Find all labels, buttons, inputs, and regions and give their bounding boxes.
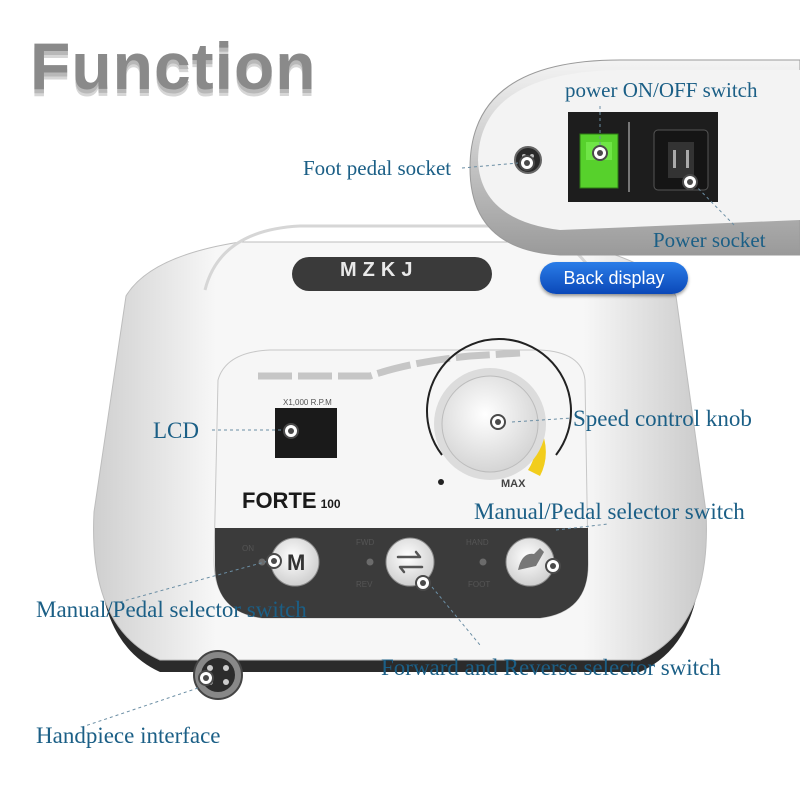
marker-lcd <box>283 423 299 439</box>
label-selector-left: Manual/Pedal selector switch <box>36 597 307 622</box>
marker-selector-right <box>545 558 561 574</box>
marker-speed-knob <box>490 414 506 430</box>
label-fwd-rev: Forward and Reverse selector switch <box>381 655 721 680</box>
label-power-switch: power ON/OFF switch <box>565 78 758 102</box>
label-foot-pedal-socket: Foot pedal socket <box>303 156 452 180</box>
label-selector-right: Manual/Pedal selector switch <box>474 499 745 524</box>
label-lcd: LCD <box>153 418 199 443</box>
marker-power-socket <box>682 174 698 190</box>
marker-handpiece <box>198 670 214 686</box>
marker-foot-pedal <box>519 155 535 171</box>
page-title: Function <box>30 29 317 103</box>
button-fwd-rev[interactable] <box>385 537 435 587</box>
rpm-label: X1,000 R.P.M <box>283 398 332 407</box>
model-name-text: FORTE <box>242 488 317 513</box>
led-label-rev: REV <box>356 580 373 589</box>
marker-power-switch <box>592 145 608 161</box>
label-handpiece: Handpiece interface <box>36 723 221 748</box>
back-display-button[interactable]: Back display <box>540 262 688 294</box>
marker-selector-left <box>266 553 282 569</box>
button-m-label: M <box>287 550 306 575</box>
max-label: MAX <box>501 478 526 490</box>
marker-fwd-rev <box>415 575 431 591</box>
leader-lines <box>81 106 736 728</box>
model-number: 100 <box>320 497 341 511</box>
led-label-on: ON <box>242 544 254 553</box>
label-power-socket: Power socket <box>653 228 766 252</box>
led-label-fwd: FWD <box>356 538 375 547</box>
led-label-hand: HAND <box>466 538 489 547</box>
label-speed-knob: Speed control knob <box>573 406 752 431</box>
led-label-foot: FOOT <box>468 580 491 589</box>
brand-name: MZKJ <box>340 259 419 281</box>
brand-badge <box>292 257 492 291</box>
back-display-inset <box>469 59 800 256</box>
